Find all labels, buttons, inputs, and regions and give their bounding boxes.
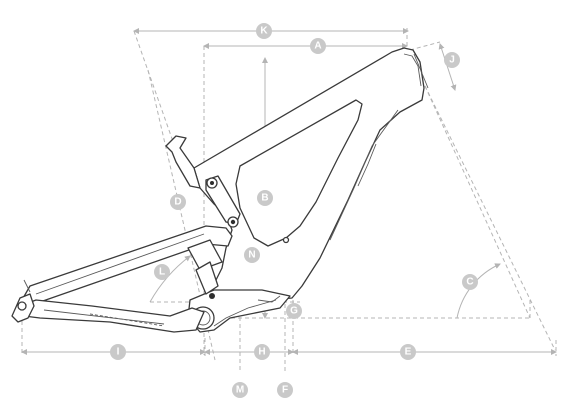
seat-post [165,135,201,189]
badge-c: C [462,274,478,290]
badge-k: K [256,23,272,39]
badge-d: D [170,194,186,210]
badge-m-label: M [236,385,244,396]
dimension-line-j [438,43,457,91]
seat-stay [21,225,233,303]
badge-n: N [244,247,260,263]
badge-a: A [310,38,326,54]
badge-a-label: A [314,41,321,52]
badge-h: H [254,344,270,360]
badge-i: I [110,344,126,360]
badge-j-label: J [449,55,455,66]
badge-i-label: I [117,347,120,358]
badge-n-label: N [248,250,255,261]
badge-l-label: L [159,267,165,278]
badge-j: J [444,52,460,68]
badge-e: E [400,344,416,360]
badge-b-label: B [261,193,268,204]
badge-c-label: C [466,277,473,288]
badge-g: G [286,303,302,319]
badge-f-label: F [282,385,288,396]
badge-e-label: E [405,347,412,358]
badge-d-label: D [174,197,181,208]
chain-stay [19,299,205,333]
bike-frame [11,47,429,333]
badge-f: F [277,382,293,398]
badge-k-label: K [260,26,268,37]
badge-l: L [154,264,170,280]
badge-m: M [232,382,248,398]
badge-h-label: H [258,347,265,358]
badge-b: B [257,190,273,206]
badge-g-label: G [290,306,298,317]
